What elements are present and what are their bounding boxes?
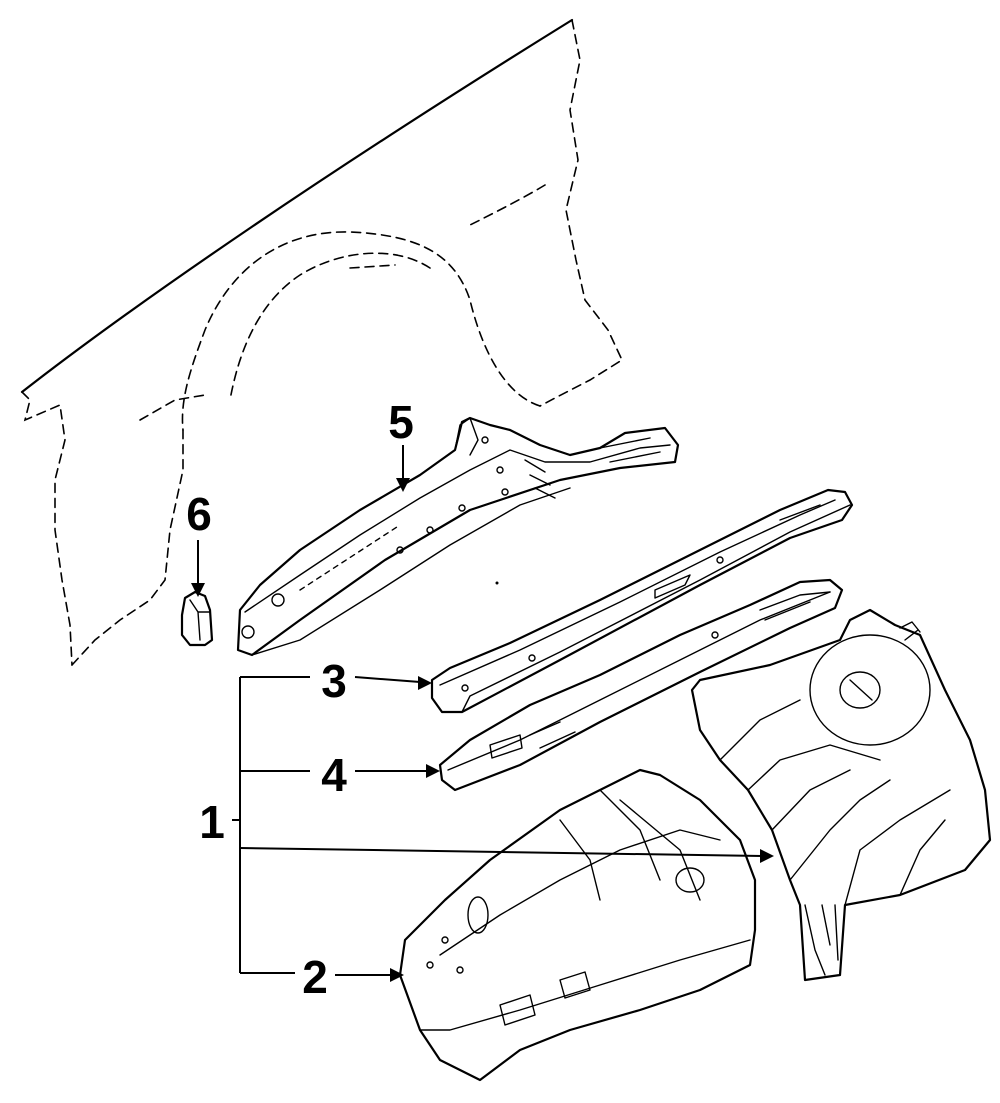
part-3-upper-rail [430,488,854,714]
part-3-hole-1 [528,654,536,662]
part-5-hole-3 [396,546,404,554]
part-2-pocket [499,971,591,1026]
part-1-wheelhouse [690,608,992,982]
arrow-1 [760,849,774,863]
fender-outline [20,18,624,666]
fender-front-edge [21,391,73,666]
part-5-apron-rail [236,416,680,657]
callout-4: 4 [321,749,347,801]
part-5-hole-7 [481,436,489,444]
part-1-tower-top [809,634,931,746]
part-4-detail [489,721,576,759]
part-4-hole-1 [711,631,719,639]
part-3-ridge [439,499,836,686]
part-5-ribs [524,437,661,499]
part-2-hole-5 [456,966,464,974]
part-2-inner-edge [439,829,721,956]
arrow-5 [396,478,410,492]
callout-6: 6 [186,488,212,540]
part-3-hole-2 [716,556,724,564]
part-1-cap-slot [849,679,873,701]
stray-dot [495,581,499,585]
part-2-hole-4 [441,936,449,944]
arrow-3 [418,676,432,690]
part-1-panel-lines [719,699,951,906]
part-2-lower-edge [419,939,751,1031]
part-3-outline [430,488,854,714]
part-5-hole-2 [241,625,255,639]
fender-inner-edge [139,394,206,421]
part-5-ridge [244,444,671,613]
part-5-outline [236,416,680,657]
part-5-tab [454,417,479,456]
part-6-outline [180,590,214,647]
part-3-flange [461,504,851,713]
callout-2: 2 [302,951,328,1003]
part-5-dashes [299,524,401,591]
fender-rear-edge [539,19,624,407]
callout-3: 3 [321,655,347,707]
leader-1-wheelhouse [239,847,763,857]
fender-front-lower [71,429,184,666]
leader-lines [191,445,774,982]
part-4-channel [759,591,831,621]
part-2-apron-panel [398,768,757,1082]
part-1-tabs [899,621,921,641]
part-2-hole-1 [467,896,489,934]
callout-5: 5 [388,396,414,448]
part-5-hole-5 [458,504,466,512]
part-5-hole-1 [271,593,285,607]
part-5-lower-flange [251,487,571,656]
part-2-outline [398,768,757,1082]
wheel-arch-outer [181,231,541,431]
part-2-hole-2 [675,867,705,893]
wheel-arch-inner [229,252,431,401]
part-1-outline [690,608,992,982]
part-1-leg [804,904,839,976]
part-6-face [189,599,211,641]
part-6-bracket [180,590,214,647]
part-3-hole-3 [461,684,469,692]
part-4-ridge [447,591,831,771]
part-2-ribs [559,789,701,901]
part-3-detail [654,504,821,599]
part-4-outline [438,578,844,792]
leader-3-right [354,676,421,683]
callout-1: 1 [199,796,225,848]
part-5-hole-6 [501,488,509,496]
part-5-hole-8 [496,466,504,474]
part-4-lower-rail [438,578,844,792]
part-5-hole-4 [426,526,434,534]
fender-door-line [469,184,546,226]
arrow-2 [390,968,404,982]
wheel-arch-segment [349,264,396,269]
fender-top-edge [20,18,574,394]
arrow-4 [426,764,440,778]
part-1-tower-cap [839,671,881,709]
callouts: 1 2 3 4 5 6 [186,396,414,1003]
part-2-hole-3 [426,961,434,969]
arrow-6 [191,583,205,597]
